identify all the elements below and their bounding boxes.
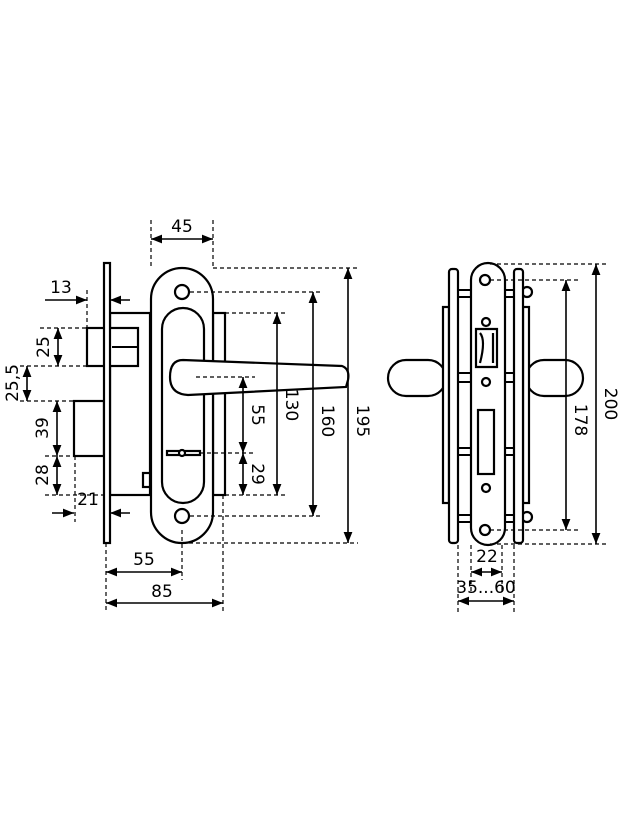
dim-25: 25 <box>34 336 54 358</box>
dim-35-60: 35...60 <box>456 578 515 598</box>
dim-45: 45 <box>171 217 193 237</box>
notch <box>141 471 152 489</box>
dim-21: 21 <box>77 490 99 510</box>
handle-right <box>524 358 585 398</box>
dim-130: 130 <box>281 389 301 421</box>
keyhole-icon <box>165 448 202 458</box>
deadbolt <box>72 399 106 458</box>
deadbolt-opening <box>476 408 496 476</box>
dim-22: 22 <box>476 547 498 567</box>
back-plate <box>211 311 227 497</box>
latch-opening <box>474 327 499 369</box>
dim-195: 195 <box>352 405 372 437</box>
faceplate-front <box>469 261 507 547</box>
side-view: 200 178 22 35...60 <box>386 261 620 612</box>
faceplate <box>102 261 112 545</box>
rose-plate-right <box>512 267 525 545</box>
dim-29: 29 <box>247 463 267 485</box>
dim-85: 85 <box>151 582 173 602</box>
handle-left <box>386 358 448 398</box>
dim-160: 160 <box>317 405 337 437</box>
dim-55-handle: 55 <box>247 404 267 426</box>
dim-25-5: 25,5 <box>3 364 23 402</box>
dim-28: 28 <box>33 464 53 486</box>
escutcheon-slot <box>160 306 206 505</box>
dim-13: 13 <box>50 278 72 298</box>
front-view: 45 13 25 25,5 39 28 21 55 85 55 29 130 1… <box>3 217 372 612</box>
dim-200: 200 <box>600 388 620 420</box>
screw-hole-bottom <box>173 507 191 525</box>
dim-55-backset: 55 <box>133 550 155 570</box>
dim-178: 178 <box>570 404 590 436</box>
rose-plate-left <box>447 267 460 545</box>
screw-hole-top <box>173 283 191 301</box>
dim-39: 39 <box>33 417 53 439</box>
